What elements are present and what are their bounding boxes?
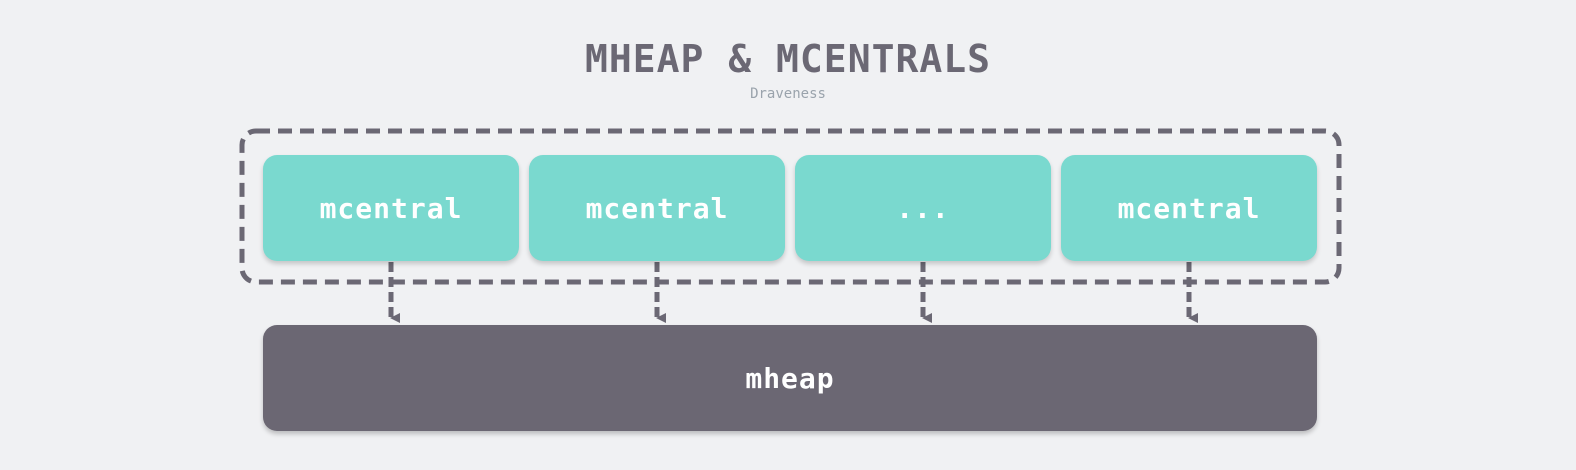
mcentral-box-4: mcentral bbox=[1061, 155, 1317, 261]
diagram-subtitle: Draveness bbox=[750, 86, 826, 102]
mcentral-label: mcentral bbox=[585, 191, 729, 225]
mcentral-box-1: mcentral bbox=[263, 155, 519, 261]
mcentrals-group-border bbox=[239, 128, 1342, 285]
diagram-title: MHEAP & MCENTRALS bbox=[585, 37, 991, 81]
mcentral-label: ... bbox=[896, 191, 950, 225]
mcentral-box-2: mcentral bbox=[529, 155, 785, 261]
mcentral-label: mcentral bbox=[1117, 191, 1261, 225]
mcentral-box-ellipsis: ... bbox=[795, 155, 1051, 261]
mheap-box: mheap bbox=[263, 325, 1317, 431]
mheap-label: mheap bbox=[745, 361, 835, 395]
mcentral-label: mcentral bbox=[319, 191, 463, 225]
